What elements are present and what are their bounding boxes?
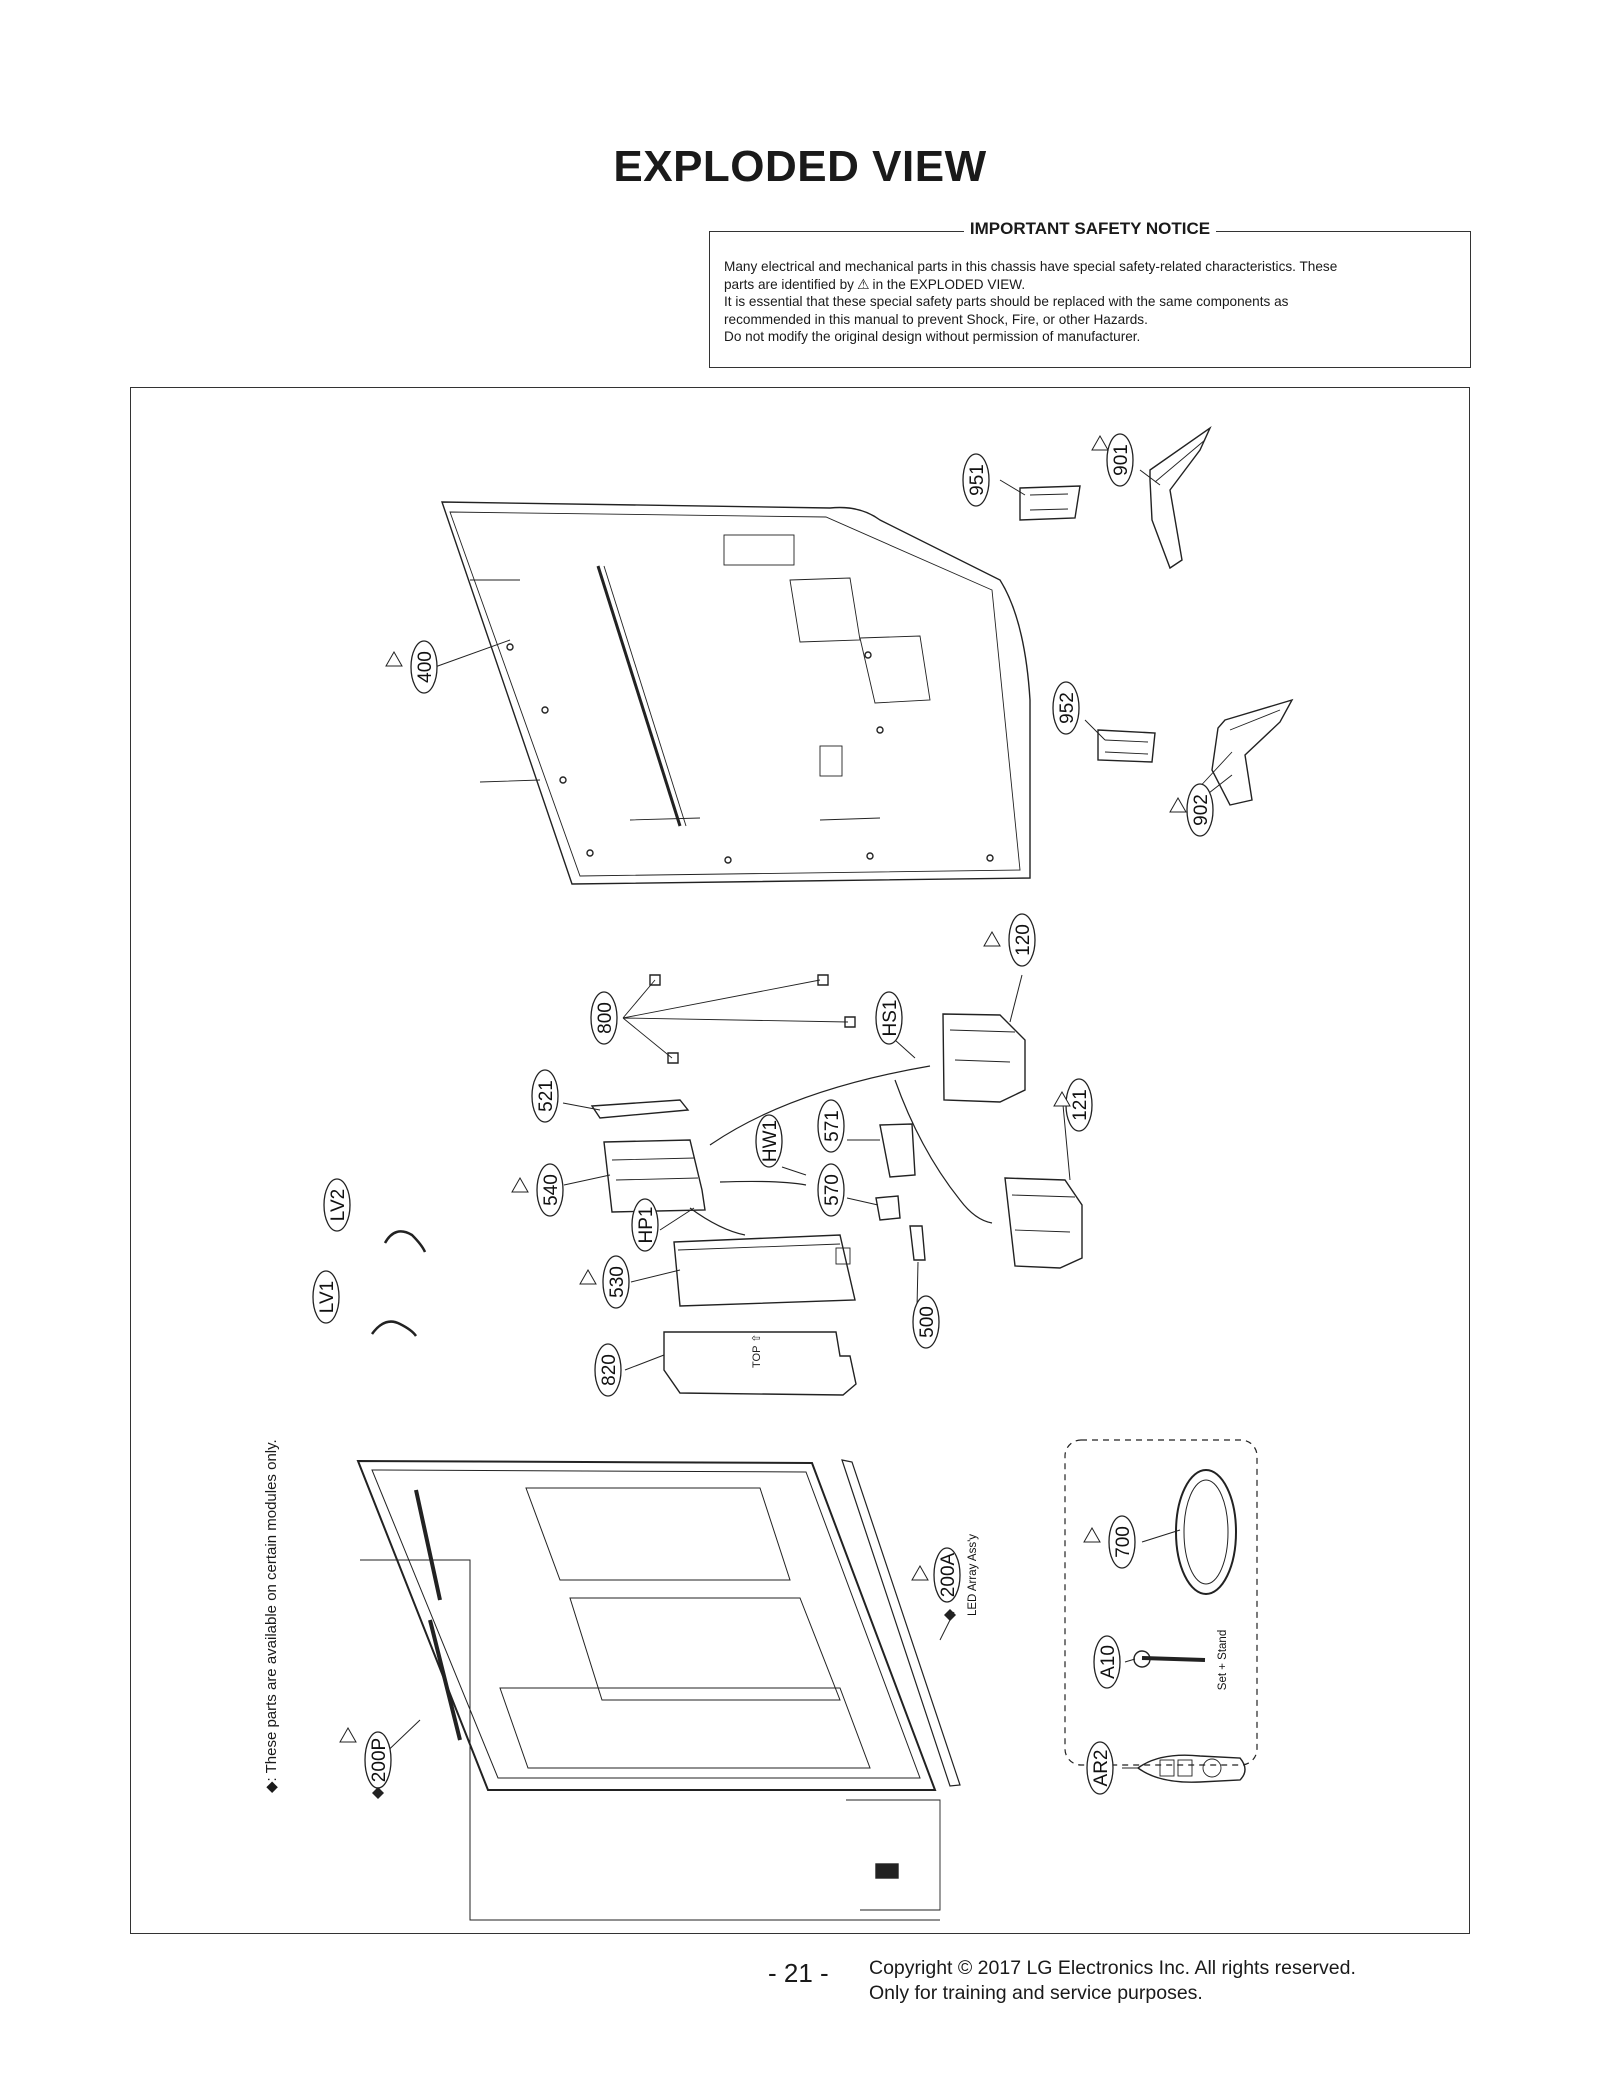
callout-902: 902: [1191, 794, 1212, 826]
warning-triangle-icon: ⚠: [856, 275, 870, 292]
back-cover-drawing: [441, 501, 1031, 885]
callout-521: 521: [536, 1080, 557, 1112]
callout-951: 951: [967, 464, 988, 496]
callout-500: 500: [917, 1306, 938, 1338]
leader-lines: [377, 469, 1233, 1769]
notice-line-3: It is essential that these special safet…: [724, 294, 1289, 309]
panel-module-drawing: [356, 1459, 961, 1921]
stand-drawings: [1019, 425, 1294, 806]
svg-text:TOP ⇧: TOP ⇧: [751, 1334, 763, 1369]
led-array-label: LED Array Ass'y: [967, 1534, 979, 1616]
side-note: ◆: These parts are available on certain …: [263, 1439, 280, 1793]
callout-200p: 200P: [369, 1738, 390, 1782]
callout-a10: A10: [1098, 1645, 1119, 1679]
part-callouts: [312, 433, 1214, 1795]
callout-700: 700: [1113, 1526, 1134, 1558]
page-title: EXPLODED VIEW: [613, 142, 987, 191]
callout-hs1: HS1: [880, 1000, 901, 1037]
callout-lv1: LV1: [317, 1281, 338, 1313]
notice-line-2: parts are identified by⚠in the EXPLODED …: [724, 275, 1026, 292]
callout-120: 120: [1013, 924, 1034, 956]
callout-121: 121: [1070, 1089, 1091, 1121]
page-number: - 21 -: [768, 1958, 829, 1988]
callout-530: 530: [607, 1266, 628, 1298]
callout-400: 400: [415, 651, 436, 683]
safety-notice-box: IMPORTANT SAFETY NOTICE Many electrical …: [709, 219, 1471, 368]
warning-triangle-icons: [339, 434, 1187, 1743]
callout-lv2: LV2: [328, 1189, 349, 1221]
diamond-markers: [372, 1609, 956, 1799]
callout-ar2: AR2: [1091, 1750, 1112, 1787]
notice-line-4: recommended in this manual to prevent Sh…: [724, 311, 1148, 327]
copyright-line: Copyright © 2017 LG Electronics Inc. All…: [869, 1957, 1356, 1979]
accessories-box: [1064, 1439, 1258, 1766]
callout-540: 540: [541, 1174, 562, 1206]
safety-notice-body: Many electrical and mechanical parts in …: [724, 258, 1456, 346]
boards-and-speakers-drawing: TOP ⇧: [370, 974, 1083, 1396]
set-stand-label: Set + Stand: [1217, 1630, 1229, 1690]
safety-notice-title: IMPORTANT SAFETY NOTICE: [963, 219, 1217, 238]
notice-line-1: Many electrical and mechanical parts in …: [724, 259, 1338, 274]
callout-800: 800: [595, 1002, 616, 1034]
callout-901: 901: [1111, 444, 1132, 476]
notice-line-5: Do not modify the original design withou…: [724, 329, 1141, 344]
callout-200a: 200A: [938, 1552, 959, 1597]
footer-copyright: Copyright © 2017 LG Electronics Inc. All…: [869, 1956, 1356, 2006]
callout-820: 820: [599, 1354, 620, 1386]
callout-952: 952: [1057, 692, 1078, 724]
accessory-drawings: [1133, 1469, 1246, 1783]
callout-hp1: HP1: [636, 1207, 657, 1244]
callout-571: 571: [822, 1110, 843, 1142]
callout-hw1: HW1: [760, 1120, 781, 1162]
diagram-frame: [130, 387, 1470, 1934]
callout-570: 570: [822, 1174, 843, 1206]
usage-line: Only for training and service purposes.: [869, 1982, 1203, 2004]
